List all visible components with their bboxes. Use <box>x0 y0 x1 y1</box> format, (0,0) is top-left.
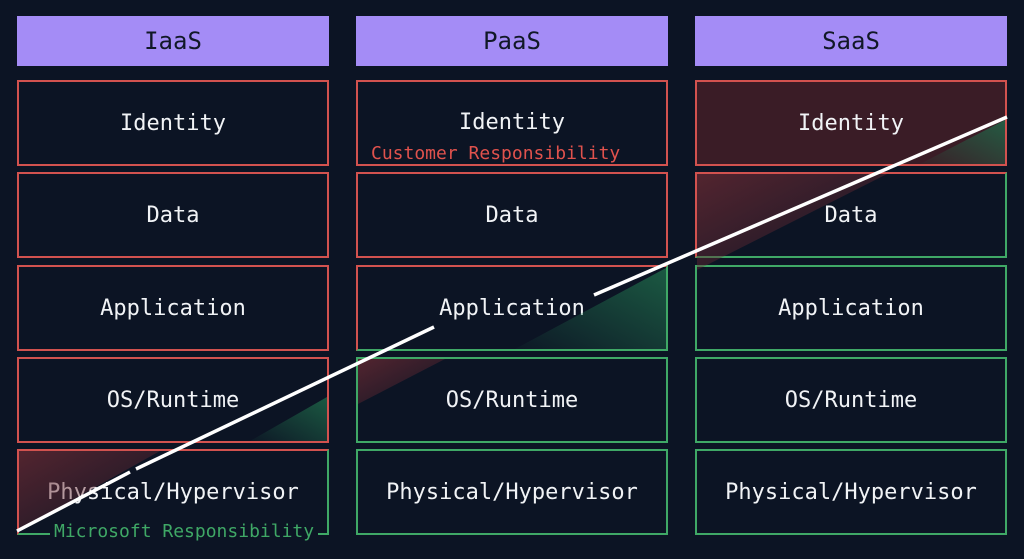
layer-os-runtime: OS/Runtime <box>695 357 1007 443</box>
layer-identity: Identity <box>356 80 668 166</box>
column-header-iaas: IaaS <box>17 16 329 66</box>
layer-data: Data <box>356 172 668 258</box>
microsoft-responsibility-label: Microsoft Responsibility <box>50 521 319 542</box>
layer-application: Application <box>356 265 668 351</box>
layer-os-runtime: OS/Runtime <box>17 357 329 443</box>
layer-physical-hypervisor: Physical/Hypervisor <box>695 449 1007 535</box>
layer-physical-hypervisor: Physical/Hypervisor <box>356 449 668 535</box>
layer-identity: Identity <box>17 80 329 166</box>
layer-identity: Identity <box>695 80 1007 166</box>
column-header-saas: SaaS <box>695 16 1007 66</box>
customer-responsibility-label: Customer Responsibility <box>371 143 621 164</box>
layer-application: Application <box>17 265 329 351</box>
column-header-paas: PaaS <box>356 16 668 66</box>
layer-data: Data <box>17 172 329 258</box>
layer-os-runtime: OS/Runtime <box>356 357 668 443</box>
layer-data: Data <box>695 172 1007 258</box>
layer-application: Application <box>695 265 1007 351</box>
